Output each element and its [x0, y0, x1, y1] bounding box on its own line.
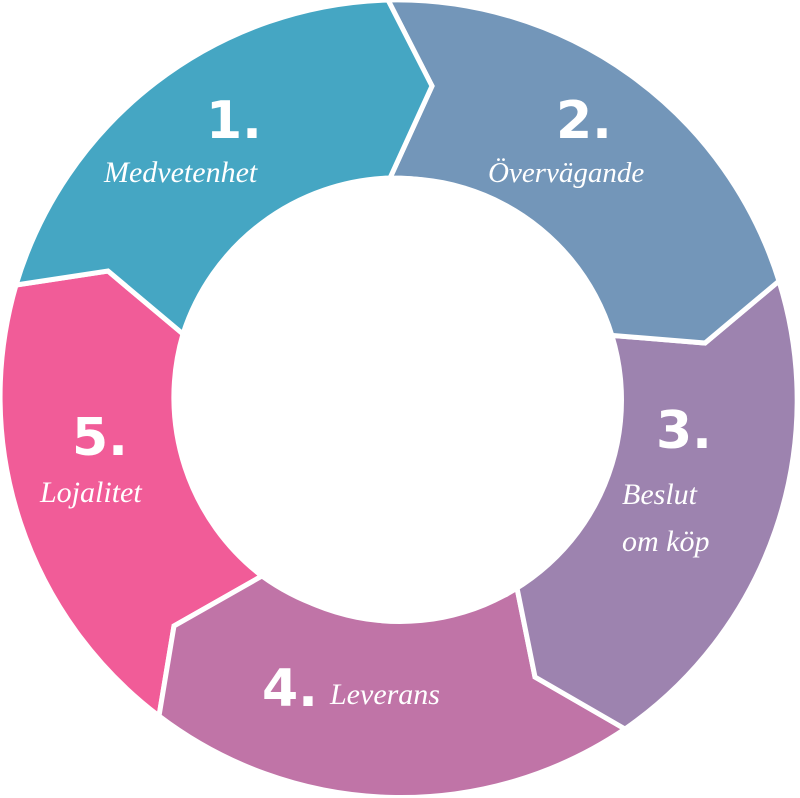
- segment-1-label: Medvetenhet: [103, 156, 258, 189]
- segment-3-label-line1: Beslut: [622, 478, 698, 511]
- segment-3-number: 3.: [656, 401, 712, 461]
- segment-5-number: 5.: [72, 408, 128, 468]
- segment-5: 5. Lojalitet: [0, 268, 267, 721]
- segment-3: 3. Beslut om köp: [513, 276, 800, 732]
- center-hole: [176, 176, 624, 624]
- segment-2-number: 2.: [556, 91, 612, 151]
- segment-3-label-line2: om köp: [622, 525, 709, 558]
- segment-5-label: Lojalitet: [39, 476, 142, 509]
- segment-4-number: 4.: [262, 659, 318, 719]
- segment-4-label: Leverans: [329, 678, 440, 711]
- segment-5-shape: [0, 268, 267, 721]
- segment-2-label: Övervägande: [488, 157, 644, 189]
- segment-1-number: 1.: [206, 91, 262, 151]
